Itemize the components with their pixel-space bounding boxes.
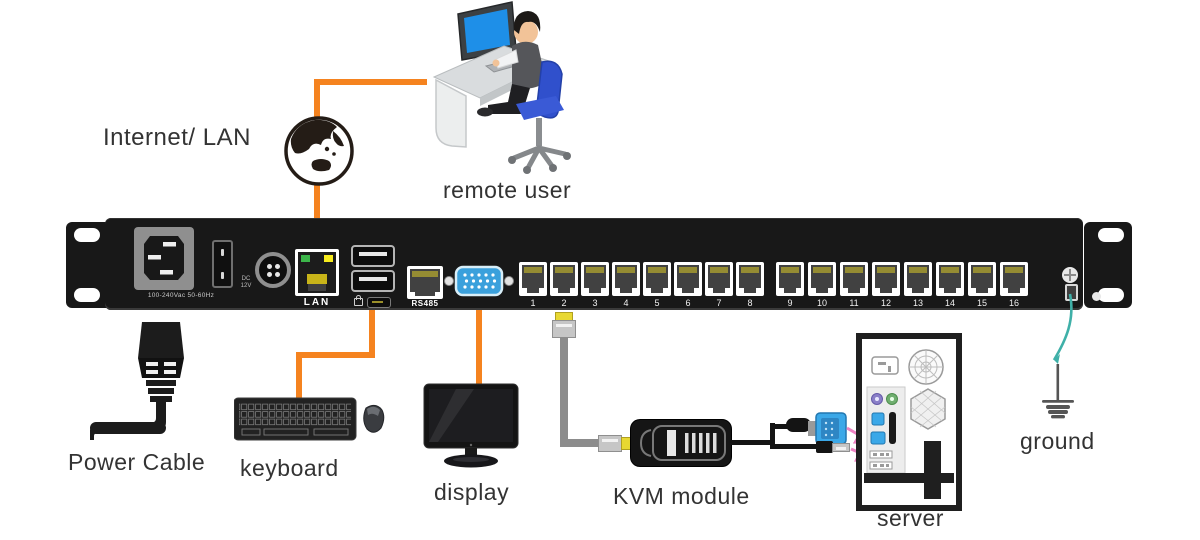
rack-hole [74, 228, 100, 242]
cat5-cable-vertical [560, 337, 568, 447]
cable-usb-to-keyboard-2 [296, 352, 375, 358]
kvm-port-number: 3 [592, 298, 598, 308]
cable-usb-to-keyboard-1 [369, 308, 375, 356]
rs485-port-label: RS485 [411, 299, 439, 308]
label-display: display [434, 479, 510, 505]
label-keyboard: keyboard [240, 455, 339, 481]
rj45-plug-top [552, 320, 576, 338]
keyboard-illustration [234, 397, 385, 441]
kvm-port-number: 15 [976, 298, 987, 308]
vga-connector [808, 412, 847, 445]
display-illustration [423, 383, 519, 468]
label-remote-user: remote user [443, 177, 572, 203]
kvm-port-4: 4 [612, 262, 640, 308]
rack-hole [1098, 228, 1124, 242]
power-switch [212, 240, 233, 288]
label-server: server [877, 505, 944, 531]
kvm-port-number: 9 [787, 298, 793, 308]
kvm-port-12: 12 [872, 262, 900, 308]
kvm-port-8: 8 [736, 262, 764, 308]
kvm-port-number: 4 [623, 298, 629, 308]
kvm-port-number: 1 [530, 298, 536, 308]
rack-hole [1098, 288, 1124, 302]
vga-port [444, 265, 514, 297]
server-illustration [856, 333, 962, 511]
lock-icon [354, 295, 363, 306]
kvm-port-number: 16 [1008, 298, 1019, 308]
cable-internet-to-remote-user [314, 79, 427, 85]
lan-port-label: LAN [303, 297, 331, 308]
cable-usb-to-keyboard-3 [296, 352, 302, 398]
kvm-port-16: 16 [1000, 262, 1028, 308]
kvm-port-number: 11 [849, 298, 859, 308]
label-kvm-module: KVM module [613, 483, 750, 509]
kvm-ports-1-8: 1 2 3 4 5 6 7 8 [519, 262, 764, 308]
label-internet-lan: Internet/ LAN [103, 124, 251, 151]
kvm-port-number: 6 [685, 298, 691, 308]
cable-vga-to-display [476, 308, 482, 388]
lan-port [295, 249, 339, 296]
rs485-port [407, 266, 443, 299]
usb-port-1 [351, 245, 395, 267]
rack-hole [74, 288, 100, 302]
kvm-port-9: 9 [776, 262, 804, 308]
label-ground: ground [1020, 428, 1095, 454]
kvm-port-7: 7 [705, 262, 733, 308]
kvm-port-number: 10 [816, 298, 827, 308]
ground-screw [1062, 267, 1078, 283]
ac-power-inlet [134, 227, 194, 290]
usb-connector-body [816, 441, 833, 453]
power-rating-text: 100-240Vac 50-60Hz [147, 292, 215, 299]
lan-contacts [307, 274, 327, 284]
usb-connector-tip [832, 443, 850, 452]
kvm-port-number: 8 [747, 298, 753, 308]
power-cable-illustration [90, 322, 184, 440]
kvm-port-number: 7 [716, 298, 722, 308]
kvm-port-10: 10 [808, 262, 836, 308]
kvm-port-3: 3 [581, 262, 609, 308]
kvm-port-5: 5 [643, 262, 671, 308]
kvm-port-number: 14 [944, 298, 955, 308]
internet-globe-icon [284, 116, 354, 186]
cable-split [770, 423, 775, 447]
rj45-plug-module [598, 435, 622, 452]
kvm-port-1: 1 [519, 262, 547, 308]
chassis-screw [1092, 292, 1101, 301]
kvm-ports-9-16: 9 10 11 12 13 14 15 16 [776, 262, 1028, 308]
ferrite-bead [786, 418, 811, 432]
mini-usb-port [367, 297, 391, 308]
kvm-port-number: 12 [880, 298, 891, 308]
kvm-port-15: 15 [968, 262, 996, 308]
kvm-port-number: 2 [561, 298, 567, 308]
kvm-port-2: 2 [550, 262, 578, 308]
module-out-cable [729, 440, 773, 445]
ground-symbol [1042, 364, 1074, 419]
kvm-port-number: 5 [654, 298, 660, 308]
lan-led-green [301, 255, 310, 262]
kvm-module-body [630, 419, 732, 467]
kvm-port-13: 13 [904, 262, 932, 308]
dc-label: DC 12V [240, 276, 252, 289]
cable-to-vga [773, 424, 789, 429]
cable-to-usb [770, 444, 818, 449]
kvm-port-11: 11 [840, 262, 868, 308]
cat5-cable-horizontal [560, 439, 602, 447]
usb-port-2 [351, 270, 395, 292]
dc-power-jack [255, 252, 291, 288]
ground-wire [1052, 293, 1073, 364]
kvm-port-number: 13 [912, 298, 923, 308]
kvm-port-6: 6 [674, 262, 702, 308]
remote-user-illustration [432, 1, 571, 174]
label-power-cable: Power Cable [68, 449, 206, 475]
lan-led-yellow [324, 255, 333, 262]
kvm-port-14: 14 [936, 262, 964, 308]
